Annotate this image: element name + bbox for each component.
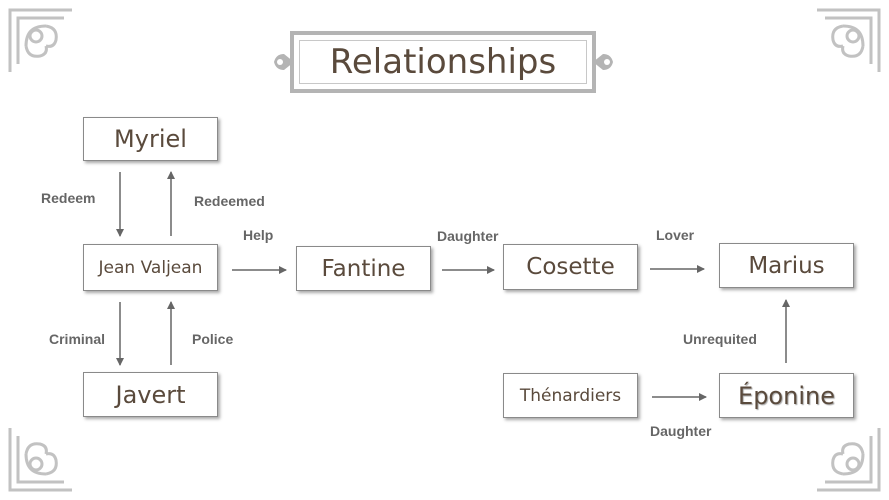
title-flourish-icon — [274, 54, 294, 70]
node-label: Éponine — [738, 381, 835, 410]
edge-label-unrequited: Unrequited — [683, 331, 757, 347]
edge-label-redeemed: Redeemed — [194, 193, 265, 209]
node-fantine: Fantine — [296, 246, 431, 291]
node-javert: Javert — [83, 372, 218, 417]
edge-label-daughter: Daughter — [437, 228, 499, 244]
node-thenardiers: Thénardiers — [503, 373, 638, 418]
node-jean-valjean: Jean Valjean — [83, 244, 218, 291]
edge-label-police: Police — [192, 331, 234, 347]
page-title: Relationships — [329, 42, 557, 82]
edge-label-criminal: Criminal — [49, 331, 106, 347]
edge-label-lover: Lover — [656, 227, 695, 243]
node-eponine: Éponine — [719, 373, 854, 418]
edge-label-redeem: Redeem — [41, 190, 96, 206]
node-label: Marius — [748, 252, 825, 279]
edge-label-daughter: Daughter — [650, 423, 712, 439]
edge-label-help: Help — [243, 227, 274, 243]
corner-flourish-icon — [8, 428, 72, 492]
node-label: Cosette — [526, 254, 615, 280]
node-label: Fantine — [321, 255, 406, 282]
title-flourish-icon — [593, 54, 613, 70]
corner-flourish-icon — [817, 428, 881, 492]
title-frame: Relationships — [290, 31, 596, 93]
corner-flourish-icon — [8, 8, 72, 72]
node-label: Javert — [115, 380, 186, 409]
node-cosette: Cosette — [503, 244, 638, 290]
node-myriel: Myriel — [83, 117, 218, 161]
corner-flourish-icon — [817, 8, 881, 72]
node-label: Jean Valjean — [98, 257, 203, 278]
node-label: Myriel — [114, 125, 187, 153]
node-label: Thénardiers — [519, 385, 622, 406]
node-marius: Marius — [719, 243, 854, 288]
